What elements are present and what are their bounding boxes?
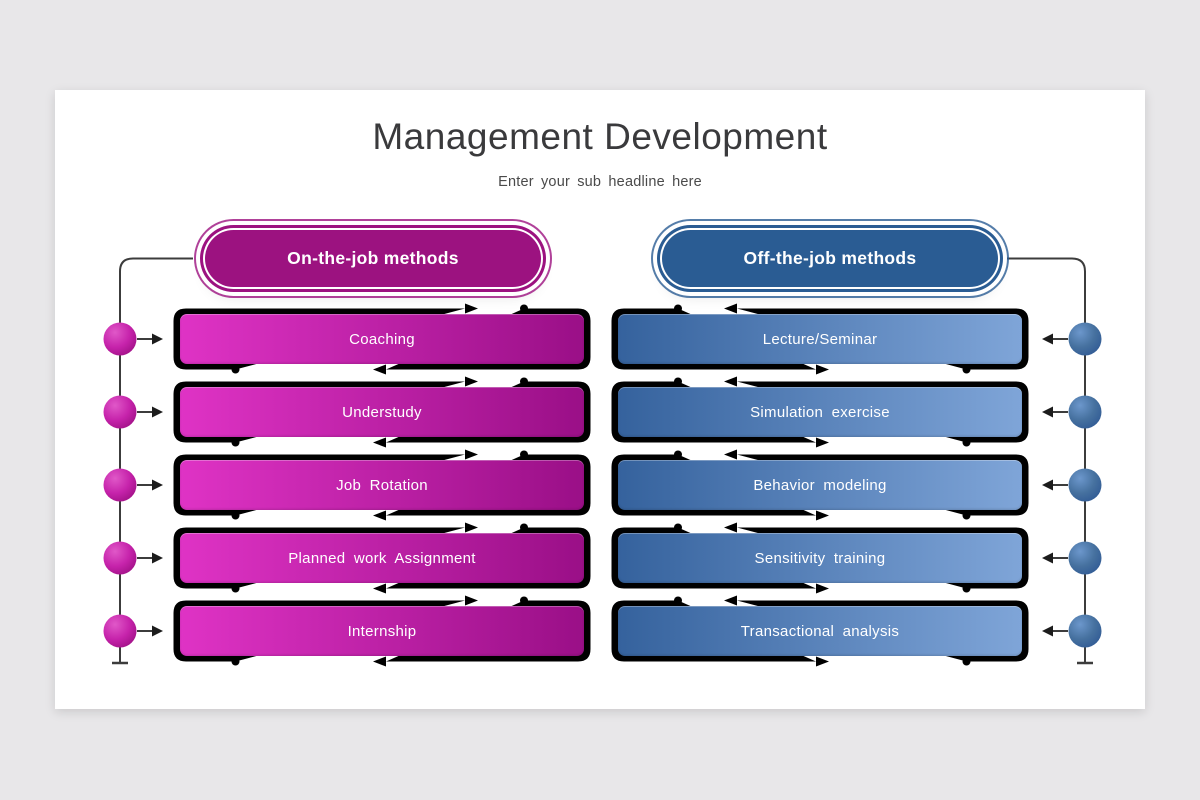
arrow-left-icon xyxy=(1042,479,1053,491)
method-label: Coaching xyxy=(349,330,415,348)
method-row: Planned work Assignment xyxy=(172,522,592,594)
right-timeline-nodes xyxy=(1068,322,1102,648)
method-label: Planned work Assignment xyxy=(288,549,476,567)
timeline-node-icon xyxy=(103,322,137,356)
timeline-node-icon xyxy=(103,541,137,575)
arrow-left-icon xyxy=(1042,552,1053,564)
slide-title: Management Development xyxy=(372,116,828,157)
slide-subtitle: Enter your sub headline here xyxy=(498,174,702,190)
left-column: Coaching Understudy Job Rotation Planned… xyxy=(172,303,592,672)
timeline-node-icon xyxy=(1068,541,1102,575)
timeline-node-icon xyxy=(1068,395,1102,429)
arrow-right-icon xyxy=(152,333,163,345)
arrow-left-icon xyxy=(1042,406,1053,418)
method-row: Job Rotation xyxy=(172,449,592,521)
method-row: Simulation exercise xyxy=(610,376,1030,448)
method-row: Behavior modeling xyxy=(610,449,1030,521)
method-row: Transactional analysis xyxy=(610,595,1030,667)
arrow-right-icon xyxy=(152,479,163,491)
arrow-left-icon xyxy=(1042,625,1053,637)
method-row: Lecture/Seminar xyxy=(610,303,1030,375)
method-label: Internship xyxy=(347,622,417,640)
method-bar: Internship xyxy=(180,606,584,656)
method-label: Lecture/Seminar xyxy=(762,330,878,348)
method-bar: Behavior modeling xyxy=(618,460,1022,510)
method-row: Understudy xyxy=(172,376,592,448)
left-column-header: On-the-job methods xyxy=(205,230,541,287)
method-bar: Simulation exercise xyxy=(618,387,1022,437)
slide-canvas: Management Development Enter your sub he… xyxy=(55,90,1145,709)
arrow-right-icon xyxy=(152,625,163,637)
right-column-header-label: Off-the-job methods xyxy=(743,248,917,268)
left-node-arrows xyxy=(137,333,163,637)
method-label: Job Rotation xyxy=(336,476,428,494)
method-label: Understudy xyxy=(342,403,422,421)
method-bar: Coaching xyxy=(180,314,584,364)
left-column-header-label: On-the-job methods xyxy=(287,248,459,268)
right-column-header: Off-the-job methods xyxy=(662,230,998,287)
method-row: Sensitivity training xyxy=(610,522,1030,594)
method-row: Coaching xyxy=(172,303,592,375)
arrow-right-icon xyxy=(152,552,163,564)
right-node-arrows xyxy=(1042,333,1068,637)
method-bar: Understudy xyxy=(180,387,584,437)
timeline-node-icon xyxy=(103,468,137,502)
method-row: Internship xyxy=(172,595,592,667)
timeline-node-icon xyxy=(1068,322,1102,356)
method-bar: Job Rotation xyxy=(180,460,584,510)
method-bar: Planned work Assignment xyxy=(180,533,584,583)
right-column: Lecture/Seminar Simulation exercise Beha… xyxy=(610,303,1030,672)
timeline-node-icon xyxy=(103,395,137,429)
method-label: Behavior modeling xyxy=(753,476,887,494)
timeline-node-icon xyxy=(103,614,137,648)
method-bar: Transactional analysis xyxy=(618,606,1022,656)
timeline-node-icon xyxy=(1068,468,1102,502)
left-timeline-nodes xyxy=(103,322,137,648)
method-bar: Lecture/Seminar xyxy=(618,314,1022,364)
method-label: Simulation exercise xyxy=(750,403,890,421)
arrow-right-icon xyxy=(152,406,163,418)
arrow-left-icon xyxy=(1042,333,1053,345)
method-bar: Sensitivity training xyxy=(618,533,1022,583)
method-label: Transactional analysis xyxy=(740,622,900,640)
timeline-node-icon xyxy=(1068,614,1102,648)
method-label: Sensitivity training xyxy=(754,549,886,567)
